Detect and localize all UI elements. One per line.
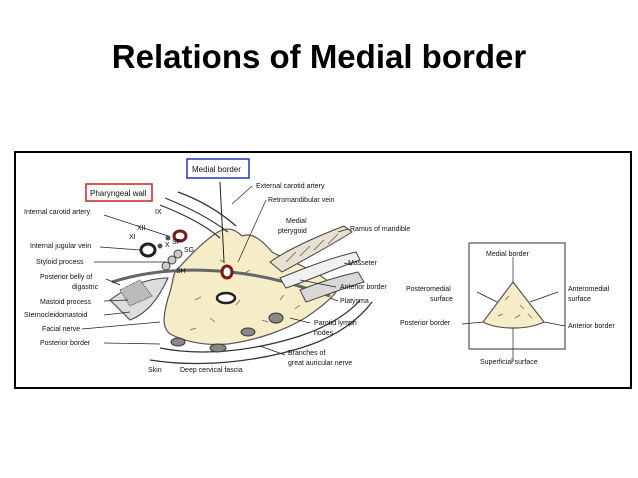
label-styloid: Styloid process xyxy=(36,259,84,266)
label-internal-jugular: Internal jugular vein xyxy=(30,243,91,250)
label-external-carotid: External carotid artery xyxy=(256,183,325,190)
label-ramus: Ramus of mandible xyxy=(350,226,410,233)
internal-jugular-vein xyxy=(139,242,157,258)
pharyngeal-wall-box xyxy=(85,183,153,202)
lymph-node xyxy=(240,327,256,337)
label-sp: SP xyxy=(172,239,182,246)
lymph-node xyxy=(209,343,227,353)
inset-label-superficial-surface: Superficial surface xyxy=(480,359,538,366)
inset-texture xyxy=(497,295,533,319)
lymph-node xyxy=(268,312,284,324)
deep-cervical-fascia xyxy=(159,299,361,353)
label-medial-pterygoid-1: Medial xyxy=(286,218,307,225)
label-skin: Skin xyxy=(148,367,162,374)
label-masseter: Masseter xyxy=(348,260,377,267)
label-anterior-border: Anterior border xyxy=(340,284,387,291)
label-facial-nerve: Facial nerve xyxy=(42,326,80,333)
label-mastoid: Mastoid process xyxy=(40,299,91,306)
medial-border-box xyxy=(186,158,250,179)
inset-label-anterior-border: Anterior border xyxy=(568,323,615,330)
label-digastric-1: Posterior belly of xyxy=(40,274,92,281)
label-medial-pterygoid-2: pterygoid xyxy=(278,228,307,235)
nerve-dot xyxy=(165,235,171,241)
label-nerve-xii: XII xyxy=(137,225,146,232)
inset-label-anteromedial-2: surface xyxy=(568,296,591,303)
label-branches-1: Branches of xyxy=(288,350,325,357)
inset-triangle xyxy=(482,281,545,329)
label-parotid-lymph-2: nodes xyxy=(314,330,334,337)
inset-leaders xyxy=(461,257,566,362)
styloid-dot xyxy=(173,249,183,259)
left-leaders xyxy=(81,214,169,345)
styloid-dot xyxy=(161,261,171,271)
right-leaders xyxy=(231,185,353,356)
parotid-gland xyxy=(163,228,337,346)
internal-carotid-artery xyxy=(172,229,188,243)
ramus-of-mandible xyxy=(279,251,361,289)
inset-label-medial-border: Medial border xyxy=(486,251,529,258)
pterygoid-hatching xyxy=(285,233,339,263)
label-branches-2: great auricular nerve xyxy=(288,360,352,367)
label-parotid-lymph-1: Parotid lymph xyxy=(314,320,357,327)
label-internal-carotid: Internal carotid artery xyxy=(24,209,91,216)
nerve-dot xyxy=(157,243,163,249)
label-platysma: Platysma xyxy=(340,298,369,305)
mastoid-process xyxy=(119,279,153,307)
inset-label-posteromedial-2: surface xyxy=(430,296,453,303)
styloid-dot xyxy=(167,255,177,265)
inset-label-posterior-border: Posterior border xyxy=(400,320,451,327)
label-sternocleidomastoid: Sternocleidomastoid xyxy=(24,312,88,319)
retromandibular-vein xyxy=(215,291,237,305)
inset-label-anteromedial-1: Anteromedial xyxy=(568,286,610,293)
slide-title: Relations of Medial border xyxy=(111,38,527,75)
label-nerve-x: X xyxy=(165,242,170,249)
label-digastric-2: digastric xyxy=(72,284,99,291)
label-nerve-xi: XI xyxy=(129,234,136,241)
masseter xyxy=(299,271,365,303)
label-nerve-ix: IX xyxy=(155,209,162,216)
label-sg: SG xyxy=(184,247,194,254)
external-carotid-artery xyxy=(220,264,234,280)
label-posterior-border: Posterior border xyxy=(40,340,91,347)
lymph-node xyxy=(170,337,186,347)
medial-border-label: Medial border xyxy=(192,165,241,174)
label-sh: SH xyxy=(176,268,186,275)
pharyngeal-wall xyxy=(159,191,237,239)
label-deep-cervical-fascia: Deep cervical fascia xyxy=(180,367,243,374)
label-retromandibular: Retromandibular vein xyxy=(268,197,335,204)
medial-border-pointer xyxy=(219,181,225,263)
pharyngeal-wall-label: Pharyngeal wall xyxy=(90,189,147,198)
skin-line xyxy=(149,301,373,365)
inset-label-posteromedial-1: Posteromedial xyxy=(406,286,451,293)
